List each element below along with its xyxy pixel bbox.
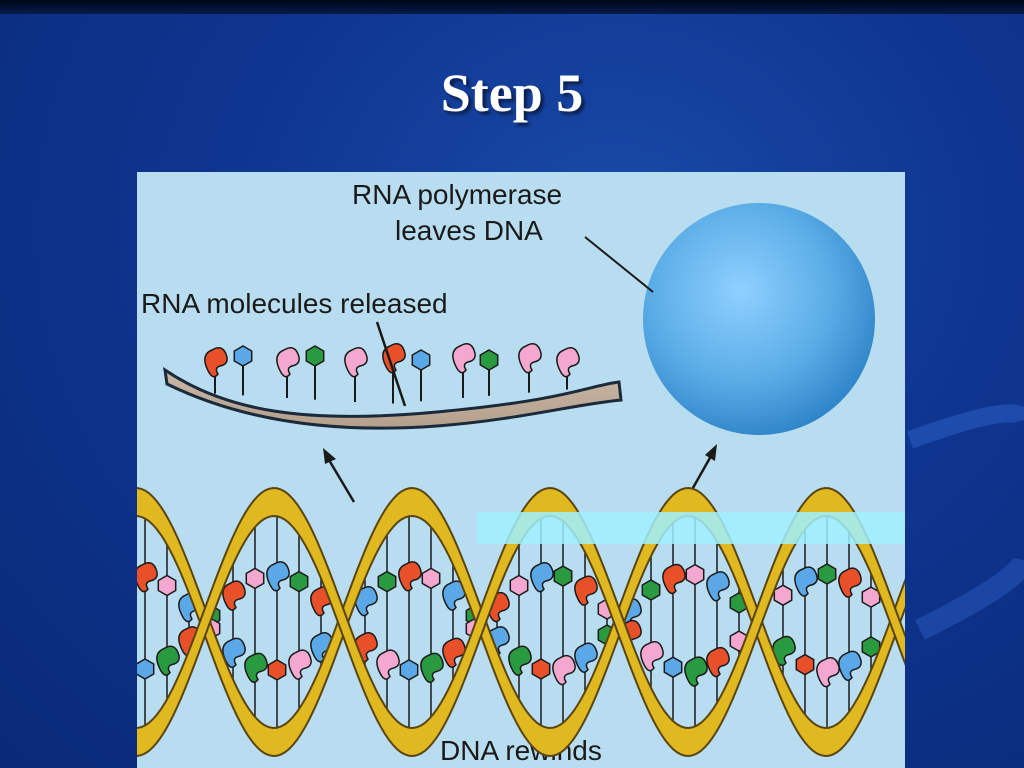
base-hexagon bbox=[509, 574, 529, 597]
helix-strand-back bbox=[137, 486, 905, 758]
background-swoosh bbox=[906, 404, 1024, 640]
base-hexagon bbox=[411, 349, 431, 371]
base-purine bbox=[706, 571, 730, 602]
base-purine bbox=[794, 566, 818, 597]
base-purine bbox=[276, 347, 300, 378]
base-purine bbox=[518, 343, 542, 374]
base-hexagon bbox=[233, 345, 253, 367]
base-hexagon bbox=[377, 570, 397, 593]
base-hexagon bbox=[817, 563, 837, 585]
base-purine bbox=[530, 562, 554, 593]
base-hexagon bbox=[795, 653, 815, 676]
base-purine bbox=[574, 642, 598, 673]
base-purine bbox=[452, 343, 476, 374]
label-polymerase-line1: RNA polymerase bbox=[352, 179, 562, 210]
base-purine bbox=[508, 645, 532, 676]
base-hexagon bbox=[305, 345, 325, 367]
base-hexagon bbox=[641, 579, 661, 601]
base-hexagon bbox=[553, 565, 573, 587]
base-hexagon bbox=[421, 567, 441, 590]
base-purine bbox=[662, 563, 686, 595]
base-hexagon bbox=[137, 658, 155, 680]
base-purine bbox=[838, 650, 862, 681]
base-hexagon bbox=[479, 349, 499, 371]
base-hexagon bbox=[773, 584, 793, 607]
base-purine bbox=[222, 580, 246, 611]
diagram-canvas: RNA polymerase leaves DNA RNA molecules … bbox=[137, 179, 905, 766]
base-purine bbox=[288, 649, 312, 680]
base-purine bbox=[222, 637, 246, 668]
base-purine bbox=[556, 347, 580, 378]
base-purine bbox=[420, 652, 444, 683]
rna-leader-line bbox=[375, 321, 407, 407]
base-purine bbox=[684, 656, 708, 687]
slide-title: Step 5 bbox=[440, 63, 584, 123]
base-purine bbox=[442, 580, 466, 611]
transcription-figure: RNA polymerase leaves DNA RNA molecules … bbox=[137, 172, 905, 768]
base-hexagon bbox=[399, 659, 419, 681]
base-purine bbox=[204, 347, 228, 378]
polymerase-leader-line bbox=[584, 236, 654, 293]
base-purine bbox=[382, 343, 406, 374]
base-purine bbox=[706, 646, 730, 678]
base-hexagon bbox=[267, 659, 287, 681]
base-purine bbox=[398, 561, 422, 592]
rna-strand bbox=[163, 366, 623, 430]
base-purine bbox=[838, 567, 862, 598]
base-purine bbox=[156, 645, 180, 676]
base-purine bbox=[244, 652, 268, 683]
base-hexagon bbox=[685, 563, 705, 586]
base-hexagon bbox=[157, 574, 177, 597]
base-purine bbox=[640, 640, 664, 672]
base-purine bbox=[376, 649, 400, 680]
base-hexagon bbox=[531, 658, 551, 680]
image-artifact-band bbox=[477, 512, 905, 544]
rna-bases bbox=[204, 343, 580, 404]
base-hexagon bbox=[663, 656, 683, 679]
base-purine bbox=[552, 654, 576, 686]
base-hexagon bbox=[245, 567, 265, 590]
dna-double-helix bbox=[137, 486, 905, 758]
base-purine bbox=[266, 561, 290, 592]
base-purine bbox=[772, 635, 796, 667]
base-purine bbox=[816, 656, 840, 688]
label-dna-rewinds: DNA rewinds bbox=[440, 735, 602, 766]
base-purine bbox=[137, 562, 158, 593]
arrow-up-left bbox=[323, 448, 356, 503]
label-rna-released: RNA molecules released bbox=[141, 288, 448, 319]
rna-polymerase-ball bbox=[643, 203, 875, 435]
base-purine bbox=[574, 575, 598, 606]
base-hexagon bbox=[861, 636, 881, 658]
base-purine bbox=[344, 347, 368, 378]
top-bar bbox=[0, 0, 1024, 14]
label-polymerase-line2: leaves DNA bbox=[395, 215, 543, 246]
base-hexagon bbox=[289, 570, 309, 593]
